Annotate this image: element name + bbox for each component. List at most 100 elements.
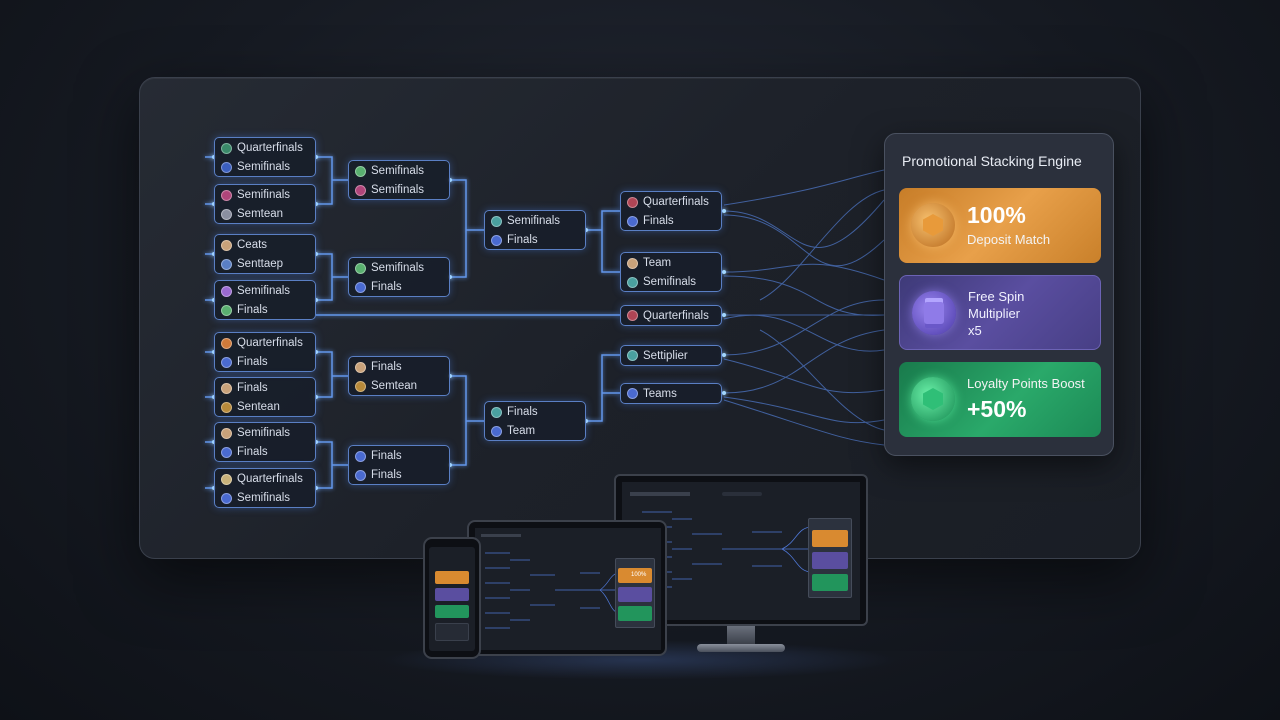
tablet-mini-card-purple (618, 587, 652, 602)
team-icon (627, 310, 638, 321)
match-r1-7[interactable]: Semifinals Finals (214, 422, 316, 462)
match-r2-1[interactable]: Semifinals Semifinals (348, 160, 450, 200)
match-r4-2[interactable]: Team Semifinals (620, 252, 722, 292)
free-spin-card[interactable]: Free Spin Multiplier x5 (899, 275, 1101, 350)
team-icon (221, 142, 232, 154)
tablet-mini-value-gold: 100% (631, 572, 647, 578)
team-icon (627, 350, 638, 361)
team-slot[interactable]: Finals (221, 379, 315, 397)
team-slot[interactable]: Finals (355, 466, 449, 484)
team-icon (221, 337, 232, 349)
team-slot[interactable]: Semifinals (221, 489, 315, 507)
team-icon (221, 285, 232, 297)
match-r4-single-2[interactable]: Settiplier (620, 345, 722, 366)
team-slot[interactable]: Senttaep (221, 255, 315, 273)
tablet: 100% (467, 520, 667, 656)
team-slot[interactable]: Semifinals (491, 212, 585, 230)
stack-layers-icon (912, 291, 956, 335)
phone-screen (429, 547, 475, 651)
team-slot[interactable]: Finals (355, 278, 449, 296)
team-slot[interactable]: Semifinals (355, 162, 449, 180)
match-r1-2[interactable]: Semifinals Semtean (214, 184, 316, 224)
team-slot[interactable]: Semifinals (221, 282, 315, 300)
team-icon (627, 276, 638, 288)
team-slot[interactable]: Finals (221, 443, 315, 461)
desktop-mini-card-gold (812, 530, 848, 547)
team-slot[interactable]: Finals (221, 353, 315, 371)
free-spin-line2: Multiplier (968, 306, 1021, 321)
match-r1-3[interactable]: Ceats Senttaep (214, 234, 316, 274)
desktop-mini-card-green (812, 574, 848, 591)
team-slot[interactable]: Finals (491, 231, 585, 249)
team-icon (221, 239, 232, 251)
team-icon (491, 406, 502, 418)
team-slot[interactable]: Quarterfinals (627, 193, 721, 211)
monitor-neck (727, 626, 755, 644)
team-slot[interactable]: Semifinals (221, 158, 315, 176)
tablet-mini-card-gold (618, 568, 652, 583)
team-icon (221, 258, 232, 270)
team-slot[interactable]: Quarterfinals (627, 306, 721, 325)
match-r2-2[interactable]: Semifinals Finals (348, 257, 450, 297)
match-r1-5[interactable]: Quarterfinals Finals (214, 332, 316, 372)
team-slot[interactable]: Quarterfinals (221, 334, 315, 352)
deposit-match-card[interactable]: 100% Deposit Match (899, 188, 1101, 263)
team-slot[interactable]: Finals (355, 447, 449, 465)
team-slot[interactable]: Quarterfinals (221, 139, 315, 157)
tablet-bracket-thumb (481, 534, 621, 629)
team-slot[interactable]: Settiplier (627, 346, 721, 365)
team-slot[interactable]: Ceats (221, 236, 315, 254)
team-slot[interactable]: Teams (627, 384, 721, 403)
match-r1-1[interactable]: Quarterfinals Semifinals (214, 137, 316, 177)
team-slot[interactable]: Team (627, 254, 721, 272)
team-icon (355, 361, 366, 373)
team-icon (221, 427, 232, 439)
team-icon (627, 388, 638, 399)
match-r2-4[interactable]: Finals Finals (348, 445, 450, 485)
monitor-base (697, 644, 785, 652)
promo-stacking-panel: Promotional Stacking Engine 100% Deposit… (884, 133, 1114, 456)
match-r4-1[interactable]: Quarterfinals Finals (620, 191, 722, 231)
team-slot[interactable]: Finals (221, 301, 315, 319)
team-slot[interactable]: Semifinals (627, 273, 721, 291)
team-slot[interactable]: Quarterfinals (221, 470, 315, 488)
match-r1-8[interactable]: Quarterfinals Semifinals (214, 468, 316, 508)
team-slot[interactable]: Semtean (221, 205, 315, 223)
team-icon (491, 234, 502, 246)
team-icon (491, 425, 502, 437)
team-slot[interactable]: Finals (491, 403, 585, 421)
loyalty-boost-card[interactable]: Loyalty Points Boost +50% (899, 362, 1101, 437)
match-r4-single-1[interactable]: Quarterfinals (620, 305, 722, 326)
tablet-mini-card-green (618, 606, 652, 621)
team-icon (221, 208, 232, 220)
team-slot[interactable]: Semifinals (221, 424, 315, 442)
team-slot[interactable]: Sentean (221, 398, 315, 416)
phone-mini-card-gold (435, 571, 469, 584)
team-icon (221, 189, 232, 201)
team-slot[interactable]: Finals (627, 212, 721, 230)
free-spin-line1: Free Spin (968, 289, 1025, 304)
loyalty-boost-value: +50% (967, 396, 1027, 422)
phone-mini-card-purple (435, 588, 469, 601)
match-r1-6[interactable]: Finals Sentean (214, 377, 316, 417)
team-slot[interactable]: Team (491, 422, 585, 440)
team-icon (355, 281, 366, 293)
team-slot[interactable]: Semifinals (355, 259, 449, 277)
team-slot[interactable]: Semifinals (355, 181, 449, 199)
match-r3-2[interactable]: Finals Team (484, 401, 586, 441)
team-icon (355, 450, 366, 462)
team-icon (627, 196, 638, 208)
team-icon (355, 469, 366, 481)
match-r2-3[interactable]: Finals Semtean (348, 356, 450, 396)
team-slot[interactable]: Semtean (355, 377, 449, 395)
team-slot[interactable]: Finals (355, 358, 449, 376)
loyalty-boost-label: Loyalty Points Boost (967, 376, 1085, 391)
free-spin-line3: x5 (968, 323, 982, 338)
phone-mini-list (435, 623, 469, 641)
match-r1-4[interactable]: Semifinals Finals (214, 280, 316, 320)
team-icon (355, 165, 366, 177)
match-r4-single-3[interactable]: Teams (620, 383, 722, 404)
desktop-mini-card-purple (812, 552, 848, 569)
match-r3-1[interactable]: Semifinals Finals (484, 210, 586, 250)
team-slot[interactable]: Semifinals (221, 186, 315, 204)
